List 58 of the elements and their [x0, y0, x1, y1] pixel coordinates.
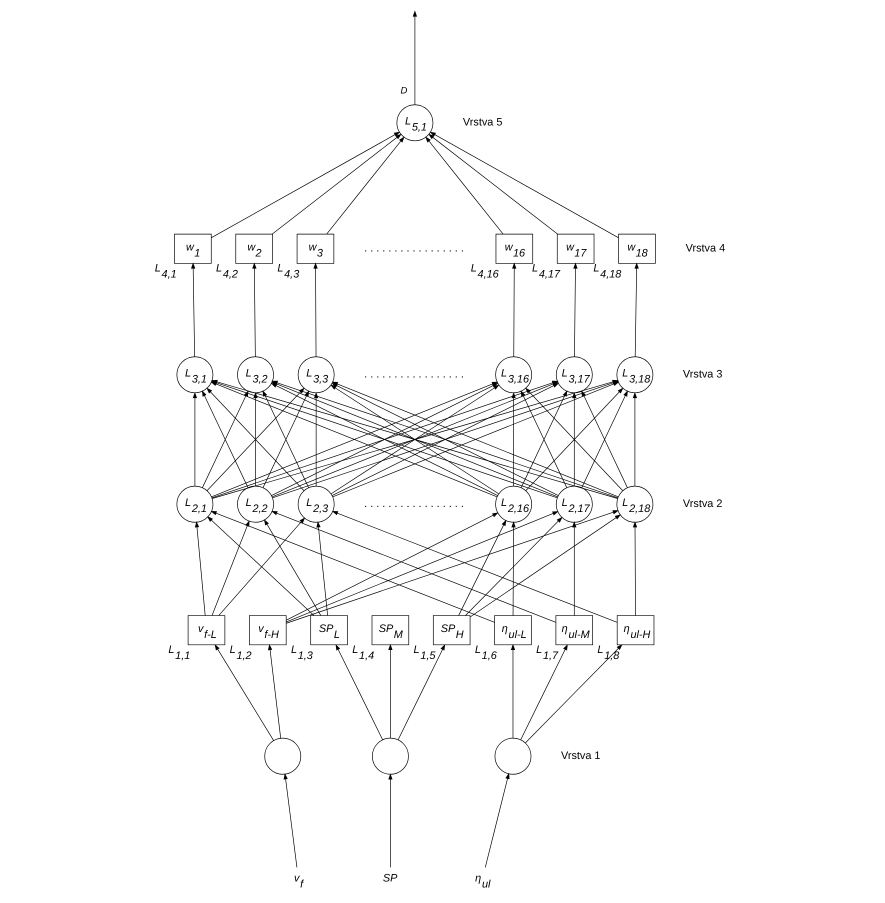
arrow — [285, 510, 618, 624]
label: Vrstva 2 — [682, 498, 722, 510]
arrow — [524, 388, 623, 492]
arrow — [388, 773, 392, 868]
arrow — [214, 644, 274, 741]
arrow — [412, 10, 417, 105]
node-circle — [494, 738, 531, 775]
arrow — [520, 644, 568, 740]
arrow — [510, 521, 516, 616]
arrow — [326, 136, 404, 234]
arrow — [316, 521, 328, 616]
arrow — [464, 516, 562, 616]
arrow — [572, 521, 576, 616]
arrow — [572, 262, 578, 357]
arrow — [397, 644, 445, 740]
arrow — [429, 132, 618, 238]
node-circle — [264, 738, 301, 775]
arrow — [424, 136, 503, 234]
arrow — [283, 773, 297, 868]
arrow — [632, 521, 637, 616]
arrow — [210, 132, 400, 238]
arrow — [512, 262, 516, 357]
arrow — [634, 262, 638, 357]
arrow — [388, 644, 392, 738]
arrow — [206, 516, 314, 616]
arrow — [428, 134, 558, 234]
arrow — [192, 392, 197, 486]
arrow — [632, 392, 637, 486]
arrow — [218, 517, 305, 616]
arrow — [252, 262, 256, 357]
arrow — [263, 519, 321, 616]
arrow — [331, 511, 617, 623]
arrow — [572, 392, 576, 486]
label: Vrstva 5 — [462, 116, 502, 128]
label: . . . . . . . . . . . . . . . . . — [364, 498, 464, 510]
arrow — [524, 644, 622, 744]
arrow — [484, 772, 510, 868]
arrow — [312, 262, 318, 357]
arrow — [520, 390, 567, 488]
arrow — [511, 392, 516, 486]
edge-label: D — [400, 85, 407, 96]
arrow — [190, 262, 195, 357]
arrow — [267, 644, 281, 739]
node-circle — [372, 738, 408, 775]
label: Vrstva 3 — [682, 368, 722, 380]
arrow — [285, 512, 498, 620]
arrow — [210, 511, 494, 623]
node-text: SP — [382, 872, 397, 885]
label: Vrstva 1 — [560, 750, 600, 762]
arrow — [458, 520, 506, 616]
label: Vrstva 4 — [685, 242, 725, 254]
arrow — [510, 644, 515, 738]
label: . . . . . . . . . . . . . . . . . — [364, 242, 464, 254]
arrow — [194, 521, 206, 616]
arrow — [271, 134, 402, 234]
label: . . . . . . . . . . . . . . . . . — [364, 368, 464, 380]
arrow — [335, 644, 382, 740]
arrow — [469, 514, 620, 618]
